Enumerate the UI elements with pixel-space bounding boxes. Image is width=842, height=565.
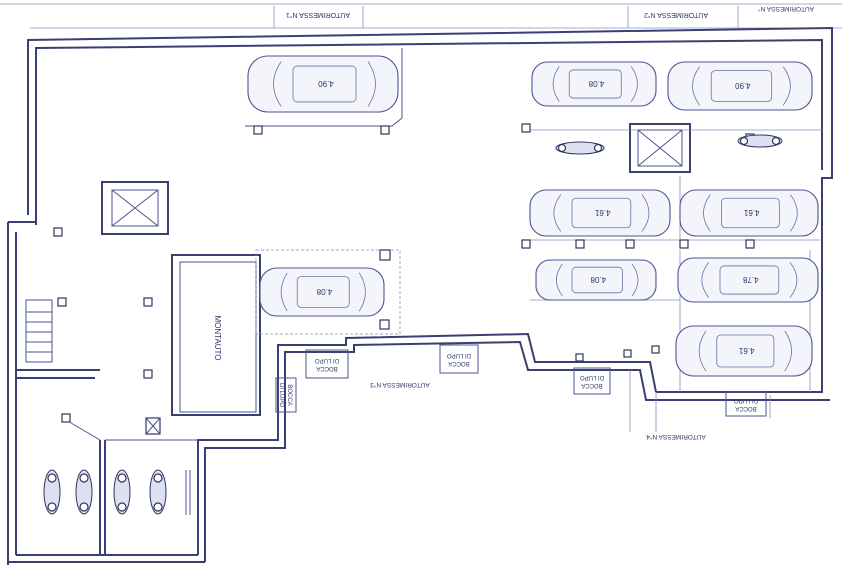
car-windshield	[692, 66, 701, 106]
label-autorimessa-3-partial: AUTORIMESSA N°	[758, 5, 814, 13]
label-autorimessa-2: AUTORIMESSA N°2	[644, 11, 708, 19]
car-4: 4.61	[529, 189, 671, 237]
car-body	[531, 61, 657, 107]
label-bocca-2-a: BOCCA	[448, 360, 469, 366]
label-bocca-2-b: DI LUPO	[447, 352, 471, 358]
car-body	[675, 325, 813, 377]
car-windshield	[556, 263, 563, 297]
small-shaft	[145, 417, 161, 435]
car-5: 4.61	[679, 189, 819, 237]
label-bocca-4-a: BOCCA	[735, 405, 756, 411]
car-roof	[716, 334, 775, 368]
car-windshield	[703, 194, 711, 232]
car-rear-window	[367, 61, 376, 107]
car-length-label: 4.08	[590, 275, 606, 284]
top-margin-lines	[0, 3, 842, 29]
car-8: 4.08	[259, 267, 385, 317]
car-windshield	[552, 66, 560, 102]
label-bocca-1-a: BOCCA	[316, 365, 337, 371]
car-body	[247, 55, 399, 113]
car-length-label: 4.90	[318, 79, 334, 88]
car-7: 4.78	[677, 257, 819, 303]
car-length-label: 4.61	[594, 208, 610, 217]
car-body	[529, 189, 671, 237]
car-windshield	[280, 272, 288, 312]
label-bocca-3-a: BOCCA	[581, 382, 602, 388]
label-bocca-4-b: DI LUPO	[734, 397, 758, 403]
car-1: 4.90	[247, 55, 399, 113]
parked-cars: 4.90 4.08 4.90 4.61 4.61 4.08 4.78 4.08 4.61	[247, 55, 819, 377]
car-roof	[710, 70, 773, 102]
car-rear-window	[641, 194, 650, 232]
label-autorimessa-3: AUTORIMESSA N°3	[370, 381, 430, 389]
car-length-label: 4.90	[735, 81, 751, 90]
car-length-label: 4.08	[588, 79, 604, 88]
car-length-label: 4.61	[743, 208, 759, 217]
motorbike-4	[149, 469, 167, 515]
car-3: 4.90	[667, 61, 813, 111]
lift-shaft-right	[637, 129, 683, 167]
label-montalto: MONTAUTO	[213, 315, 222, 360]
car-body	[259, 267, 385, 317]
label-autorimessa-4: AUTORIMESSA N°4	[646, 433, 706, 441]
outer-wall	[7, 26, 833, 565]
labels: AUTORIMESSA N°1 AUTORIMESSA N°2 AUTORIME…	[213, 5, 814, 441]
car-rear-window	[630, 66, 638, 102]
lift-shaft-left	[101, 181, 169, 235]
car-length-label: 4.61	[738, 346, 754, 355]
car-rear-window	[784, 330, 792, 372]
car-roof	[571, 266, 623, 294]
car-body	[667, 61, 813, 111]
motorbike-1	[43, 469, 61, 515]
bocca-di-lupo-boxes	[275, 344, 767, 417]
label-bocca-1-b: DI LUPO	[315, 357, 339, 363]
car-roof	[292, 65, 357, 103]
car-body	[535, 259, 657, 301]
car-rear-window	[358, 272, 366, 312]
car-roof	[719, 265, 780, 295]
label-bocca-5-a: BOCCA	[286, 384, 292, 405]
motorbike-6	[737, 134, 783, 148]
motorbike-3	[113, 469, 131, 515]
car-rear-window	[631, 263, 639, 297]
motorbikes	[43, 134, 783, 515]
car-rear-window	[782, 66, 791, 106]
motorbike-2	[75, 469, 93, 515]
car-6: 4.08	[535, 259, 657, 301]
car-windshield	[698, 330, 707, 372]
motorbike-5	[555, 141, 605, 155]
car-windshield	[553, 194, 562, 232]
car-body	[677, 257, 819, 303]
car-2: 4.08	[531, 61, 657, 107]
label-bocca-5-b: DI LUPO	[278, 383, 284, 407]
label-autorimessa-1: AUTORIMESSA N°1	[286, 11, 350, 19]
label-bocca-3-b: DI LUPO	[580, 374, 604, 380]
car-roof	[721, 197, 780, 229]
car-length-label: 4.78	[742, 275, 758, 284]
car-9: 4.61	[675, 325, 813, 377]
car-length-label: 4.08	[316, 287, 332, 296]
car-roof	[296, 276, 350, 308]
car-body	[679, 189, 819, 237]
pillars	[53, 123, 755, 423]
car-roof	[571, 197, 632, 229]
car-roof	[568, 69, 622, 99]
car-windshield	[701, 262, 710, 298]
car-windshield	[273, 61, 282, 107]
car-rear-window	[790, 194, 798, 232]
car-rear-window	[789, 262, 798, 298]
